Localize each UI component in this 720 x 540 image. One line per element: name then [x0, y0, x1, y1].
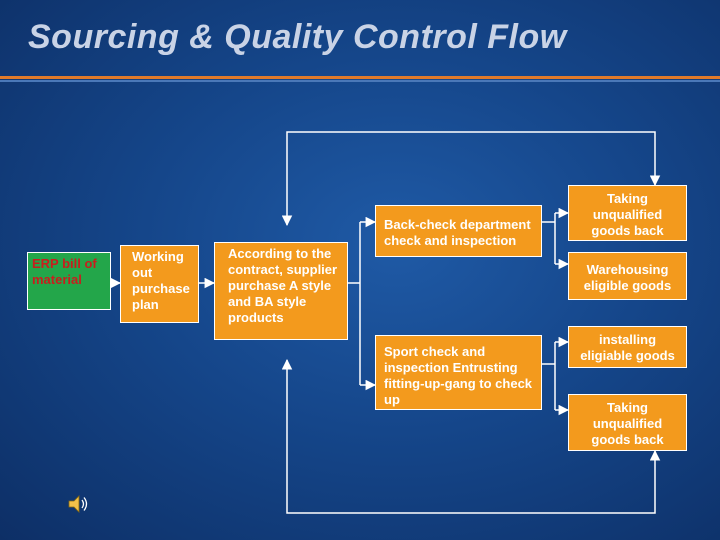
installing-box: installing eligiable goods [568, 326, 687, 368]
installing-label: installing eligiable goods [580, 332, 675, 363]
title-divider [0, 76, 720, 79]
erp-box: ERP bill of material [27, 252, 111, 310]
warehousing-box: Warehousing eligible goods [568, 252, 687, 300]
backcheck-label: Back-check department check and inspecti… [384, 217, 531, 248]
erp-label: ERP bill of material [32, 256, 97, 287]
contract-box: According to the contract, supplier purc… [214, 242, 348, 340]
feedback-loop-bottom [281, 358, 661, 514]
purchase-plan-label: Working out purchase plan [132, 249, 190, 312]
backcheck-box: Back-check department check and inspecti… [375, 205, 542, 257]
taking-back-bottom-label: Taking unqualified goods back [591, 400, 664, 447]
contract-label: According to the contract, supplier purc… [228, 246, 338, 325]
warehousing-label: Warehousing eligible goods [583, 262, 672, 293]
taking-back-top-label: Taking unqualified goods back [591, 191, 664, 238]
taking-back-bottom-box: Taking unqualified goods back [568, 394, 687, 451]
taking-back-top-box: Taking unqualified goods back [568, 185, 687, 241]
page-title: Sourcing & Quality Control Flow [28, 18, 567, 56]
sport-check-label: Sport check and inspection Entrusting fi… [384, 344, 533, 407]
purchase-plan-box: Working out purchase plan [120, 245, 199, 323]
feedback-loop-top [281, 131, 661, 227]
speaker-icon[interactable] [66, 492, 90, 521]
sport-check-box: Sport check and inspection Entrusting fi… [375, 335, 542, 410]
title-divider-secondary [0, 80, 720, 82]
